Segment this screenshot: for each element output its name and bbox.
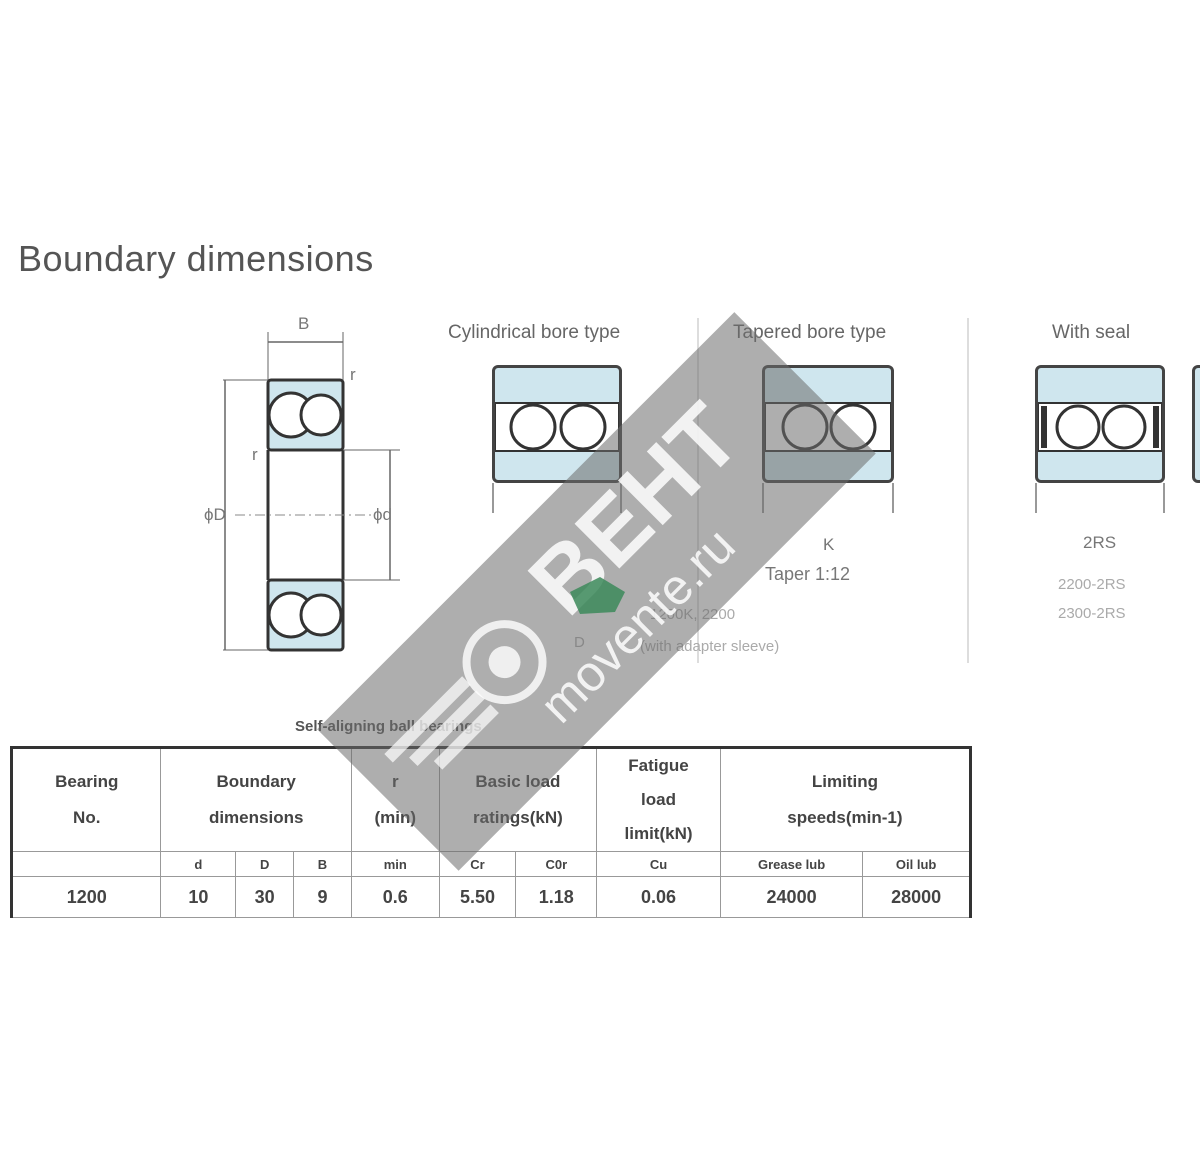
page-title: Boundary dimensions (18, 238, 374, 279)
cylindrical-bore-illustration (492, 365, 622, 483)
caption-cylindrical: Cylindrical bore type (448, 322, 621, 343)
label-r-side: r (252, 445, 258, 464)
watermark-logo-icon (462, 620, 547, 705)
table-note: Self-aligning ball bearings (295, 718, 482, 735)
table-row: 1200 10 30 9 0.6 5.50 1.18 0.06 24000 28… (10, 876, 971, 918)
seal-code: 2RS (1083, 533, 1117, 552)
bearing-section-diagram (223, 332, 400, 652)
with-seal-illustration (1035, 365, 1165, 483)
caption-tapered: Tapered bore type (733, 322, 887, 343)
caption-with-seal: With seal (1052, 322, 1131, 343)
cropped-bearing-illustration (1192, 365, 1200, 483)
watermark-green-mark (570, 577, 625, 614)
header-r: r(min) (350, 747, 440, 852)
seal-note-2: 2300-2RS (1058, 605, 1126, 622)
seal-note-1: 2200-2RS (1058, 576, 1126, 593)
tapered-code: K (823, 535, 835, 554)
table-subheader: d D B min Cr C0r Cu Grease lub Oil lub (10, 851, 971, 877)
label-B: B (298, 314, 310, 333)
tapered-bore-illustration (762, 365, 894, 483)
label-d: ϕd (373, 505, 392, 524)
label-D: ϕD (204, 505, 226, 524)
tapered-note-2: (with adapter sleeve) (640, 638, 780, 655)
watermark-site: movente.ru (529, 517, 745, 733)
tapered-taper: Taper 1:12 (765, 564, 851, 584)
label-r-top: r (350, 365, 356, 384)
tapered-note-1: 1200K, 2200 (650, 606, 736, 623)
d-note: D (574, 634, 585, 651)
